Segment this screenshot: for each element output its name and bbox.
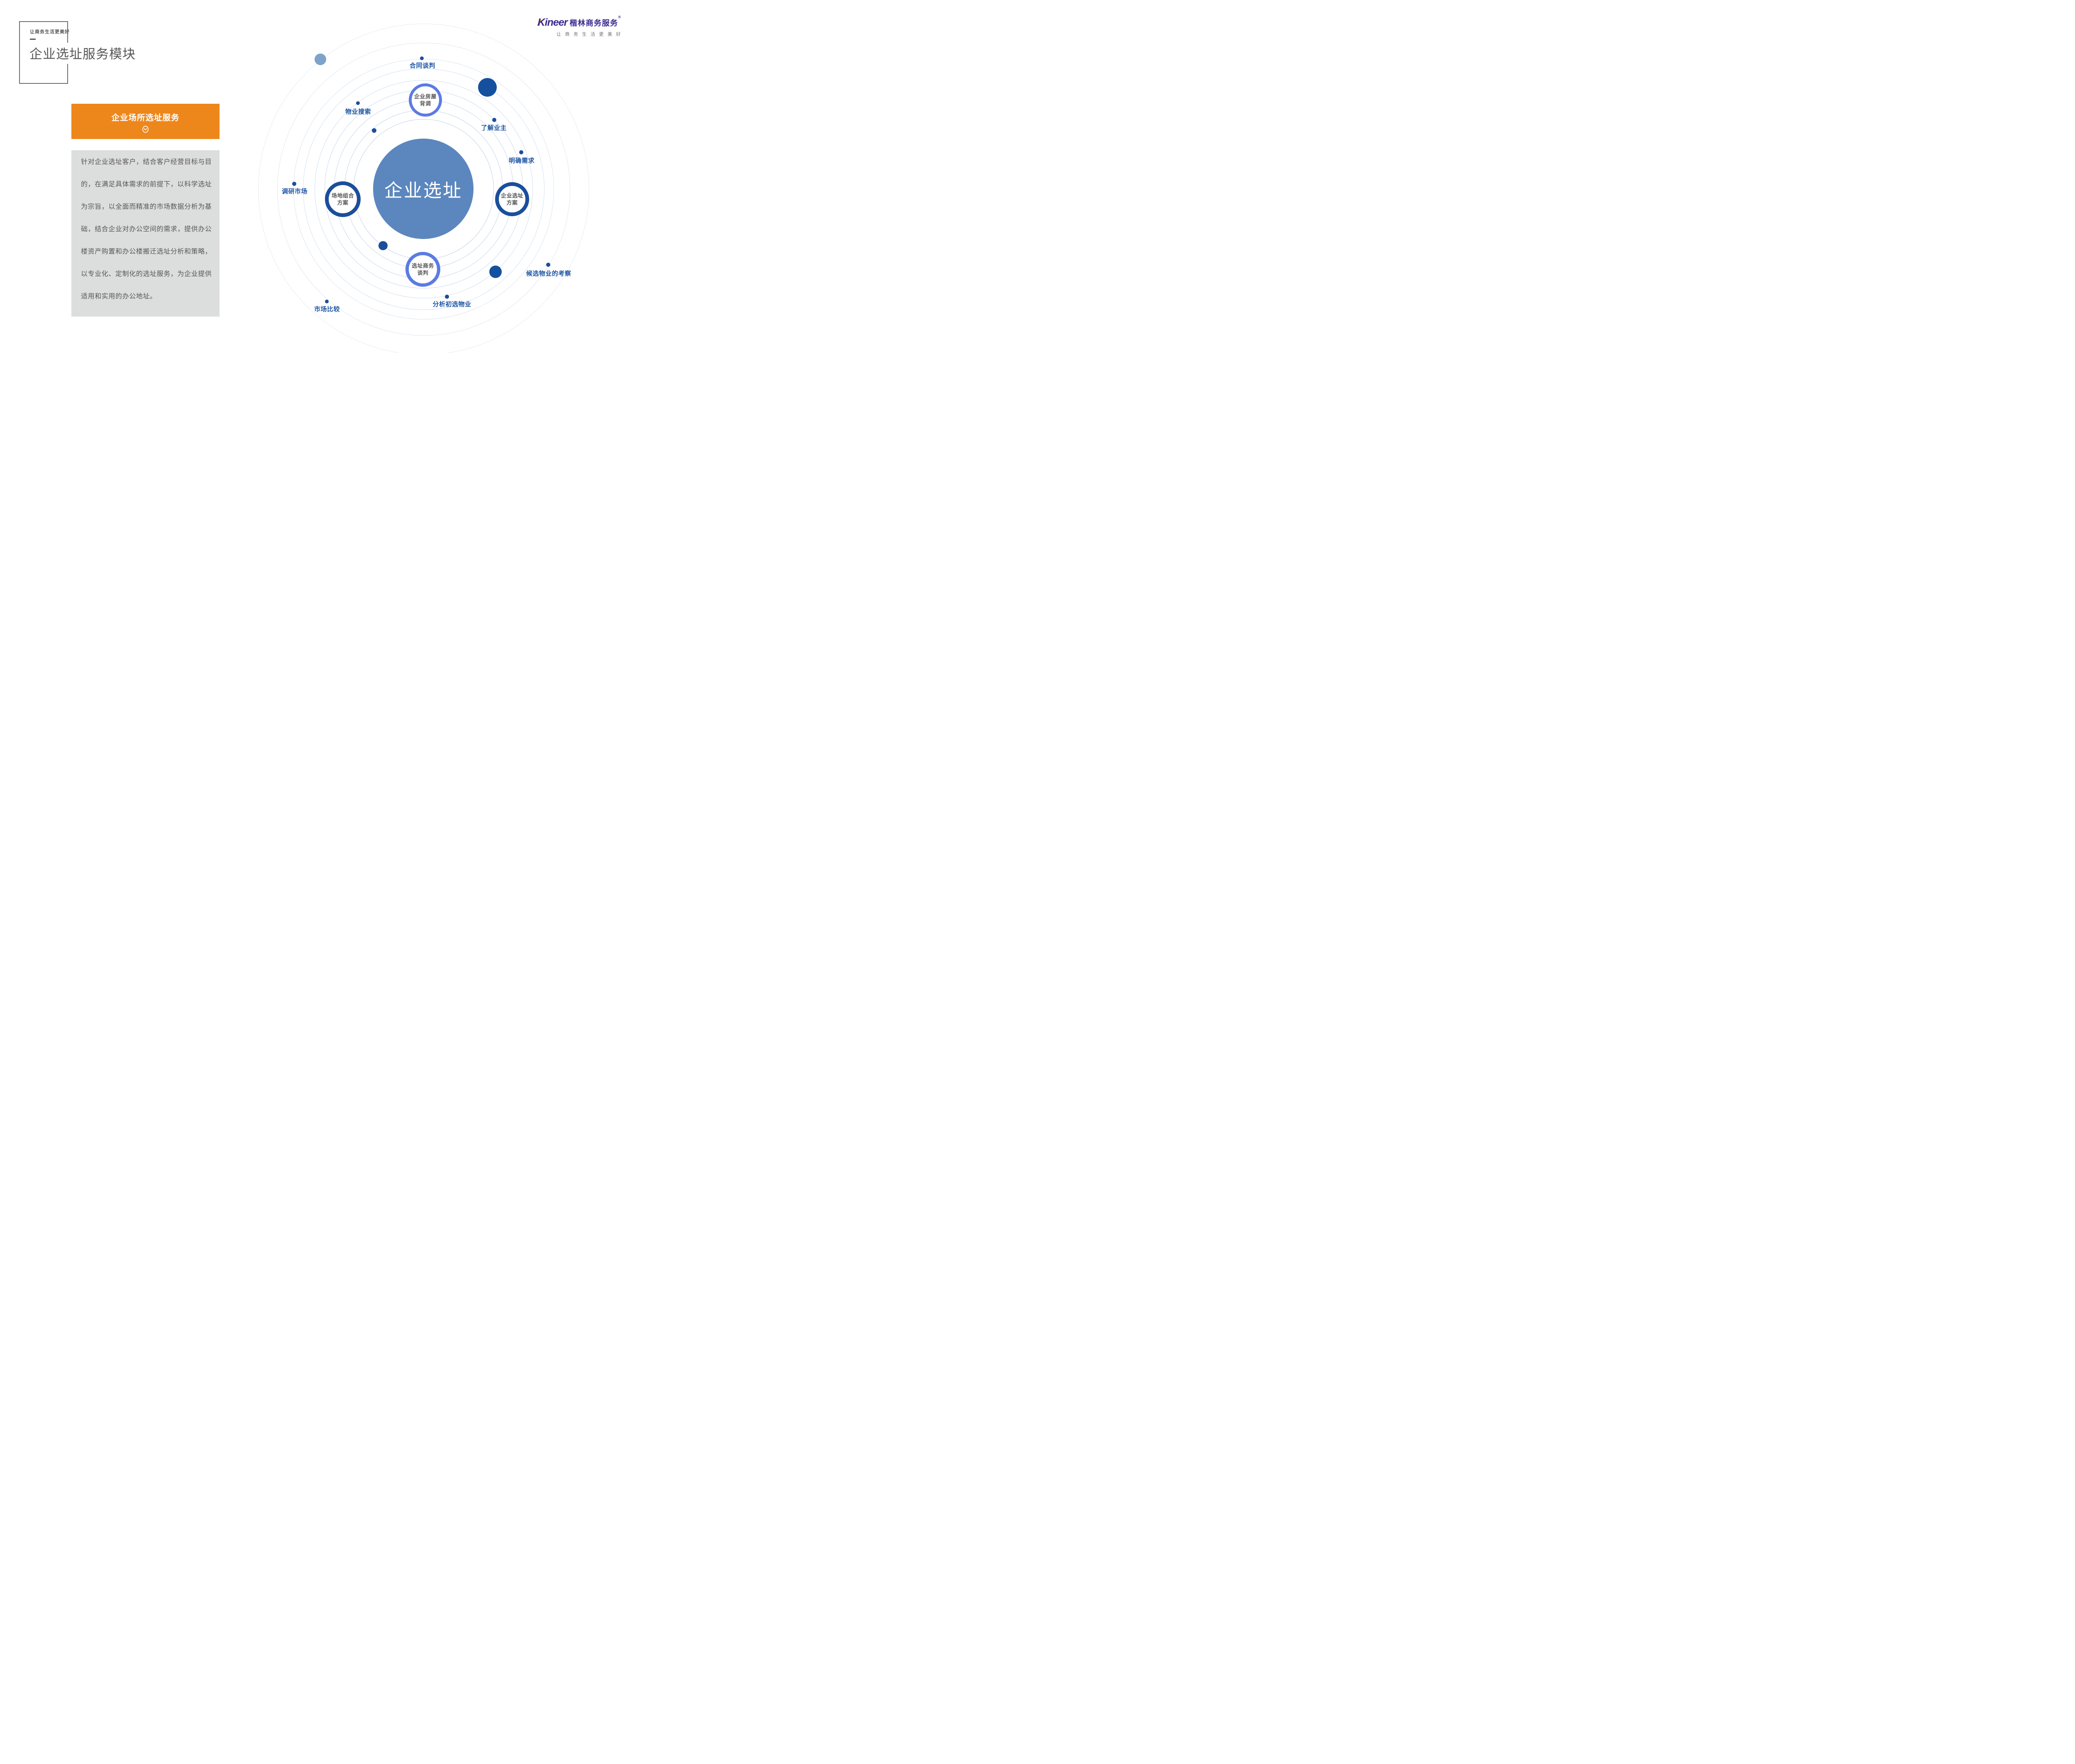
orbit-ring <box>258 24 589 353</box>
page-title: 企业选址服务模块 <box>27 43 139 64</box>
orbit-dot-clarify-needs <box>519 150 523 154</box>
registered-mark: ® <box>618 15 621 19</box>
brand-logo-en: Kineer <box>537 17 568 28</box>
chevron-down-icon <box>71 126 220 133</box>
orbit-dot-large-top-right <box>478 78 497 97</box>
card-text-line: 以专业化、定制化的选址服务，为企业提供 <box>81 271 212 278</box>
orbit-dot-medium-inner <box>372 128 376 133</box>
stage-label-property-search: 物业搜索 <box>345 108 371 115</box>
stage-label-market-research: 调研市场 <box>281 188 308 195</box>
card-text-line: 础，结合企业对办公空间的需求，提供办公 <box>81 226 212 233</box>
stage-label-clarify-needs: 明确需求 <box>508 157 535 164</box>
orbit-dot-know-owner <box>492 118 496 122</box>
header-tagline: 让商务生活更美好 <box>30 29 70 34</box>
stage-label-analyze-shortlist: 分析初选物业 <box>432 301 471 308</box>
orbit-dot-large-bottom-right <box>489 266 502 278</box>
node-circle-business-negotiation: 选址商务 谈判 <box>405 252 440 287</box>
service-card-body: 针对企业选址客户，结合客户经营目标与目 的，在满足具体需求的前提下，以科学选址 … <box>71 150 220 317</box>
node-label-line: 场地组合 <box>331 193 354 199</box>
orbit-dot-market-compare <box>325 300 329 303</box>
card-text-line: 楼资产购置和办公楼搬迁选址分析和策略， <box>81 248 212 255</box>
node-label-line: 选址商务 <box>411 263 434 269</box>
card-text-line: 的，在满足具体需求的前提下，以科学选址 <box>81 181 212 188</box>
orbit-dot-site-inspection <box>546 263 550 267</box>
stage-label-market-compare: 市场比较 <box>314 306 340 313</box>
diagram-center-circle: 企业选址 <box>373 139 474 239</box>
node-label-line: 企业选址 <box>500 193 523 199</box>
brand-tagline: 让商务生活更美好 <box>557 32 625 37</box>
orbit-dot-analyze-shortlist <box>445 295 449 299</box>
orbit-dot-large-light <box>315 54 326 65</box>
orbit-dot-property-search <box>356 101 360 105</box>
node-circle-site-plan: 企业选址 方案 <box>495 182 529 216</box>
node-circle-background-check: 企业房屋 背调 <box>409 83 442 117</box>
brand-logo-cn: 楷林商务服务 <box>569 19 618 27</box>
stage-label-contract-negotiation: 合同谈判 <box>409 62 435 69</box>
node-label-line: 背调 <box>420 100 431 107</box>
node-label-line: 方案 <box>337 200 349 206</box>
diagram-center-label: 企业选址 <box>384 181 462 201</box>
orbit-dot-medium-bottom-left <box>378 241 388 250</box>
orbit-dot-contract <box>420 56 424 60</box>
node-label-line: 企业房屋 <box>414 93 437 100</box>
stage-label-know-owner: 了解业主 <box>481 124 507 132</box>
service-card-header: 企业场所选址服务 <box>71 104 220 139</box>
node-label-line: 方案 <box>506 200 518 206</box>
node-circle-site-combination: 场地组合 方案 <box>325 181 361 217</box>
service-card-title: 企业场所选址服务 <box>111 113 180 122</box>
card-text-line: 为宗旨，以全面而精准的市场数据分析为基 <box>81 203 212 210</box>
orbit-dot-market-research <box>292 182 296 186</box>
card-text-line: 适用和实用的办公地址。 <box>81 293 157 300</box>
stage-label-site-inspection: 候选物业的考察 <box>526 270 571 277</box>
node-label-line: 谈判 <box>417 270 429 276</box>
card-text-line: 针对企业选址客户，结合客户经营目标与目 <box>81 159 212 166</box>
header-dash <box>30 39 36 40</box>
